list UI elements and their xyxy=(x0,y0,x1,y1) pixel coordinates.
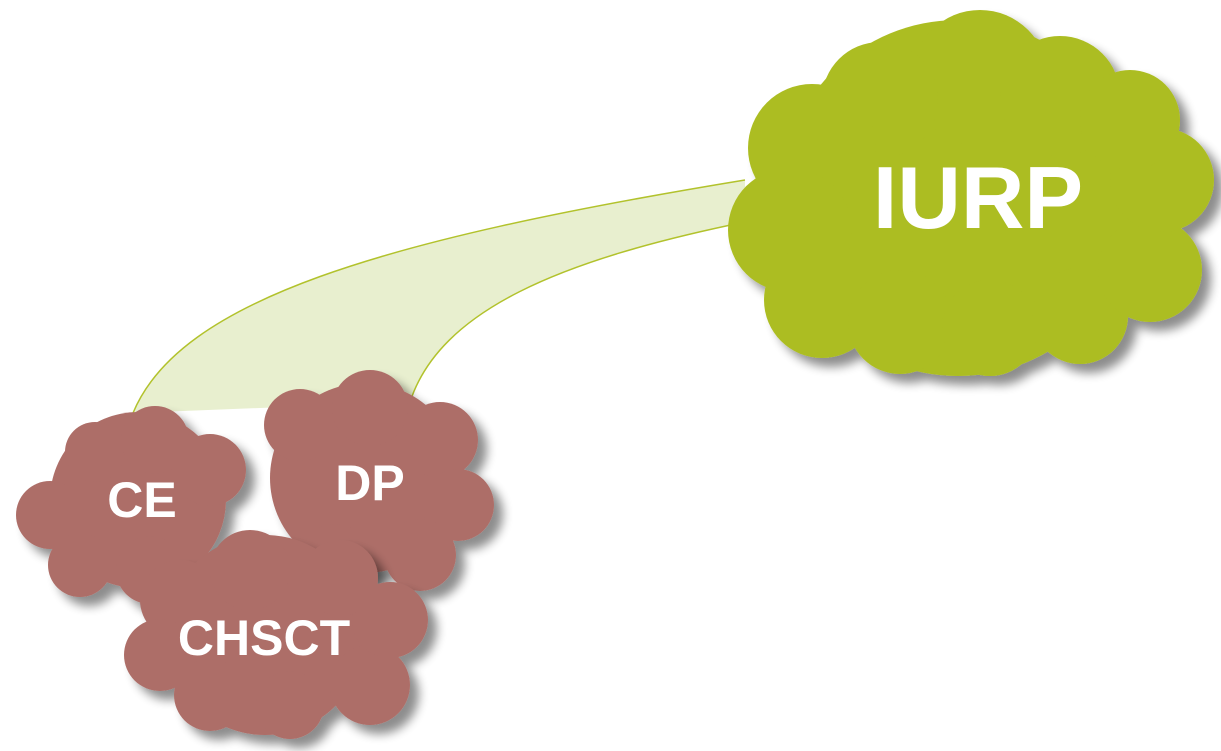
chsct-cloud xyxy=(124,530,428,739)
iurp-label: IURP xyxy=(873,148,1083,247)
ce-label: CE xyxy=(107,472,176,528)
chsct-label: CHSCT xyxy=(178,610,350,666)
connector-edge-upper xyxy=(132,179,746,414)
ce-cloud xyxy=(16,406,246,604)
connector-edge-lower xyxy=(409,221,746,403)
dp-label: DP xyxy=(335,455,404,511)
iurp-cloud xyxy=(728,10,1214,376)
connector-band xyxy=(133,180,745,413)
